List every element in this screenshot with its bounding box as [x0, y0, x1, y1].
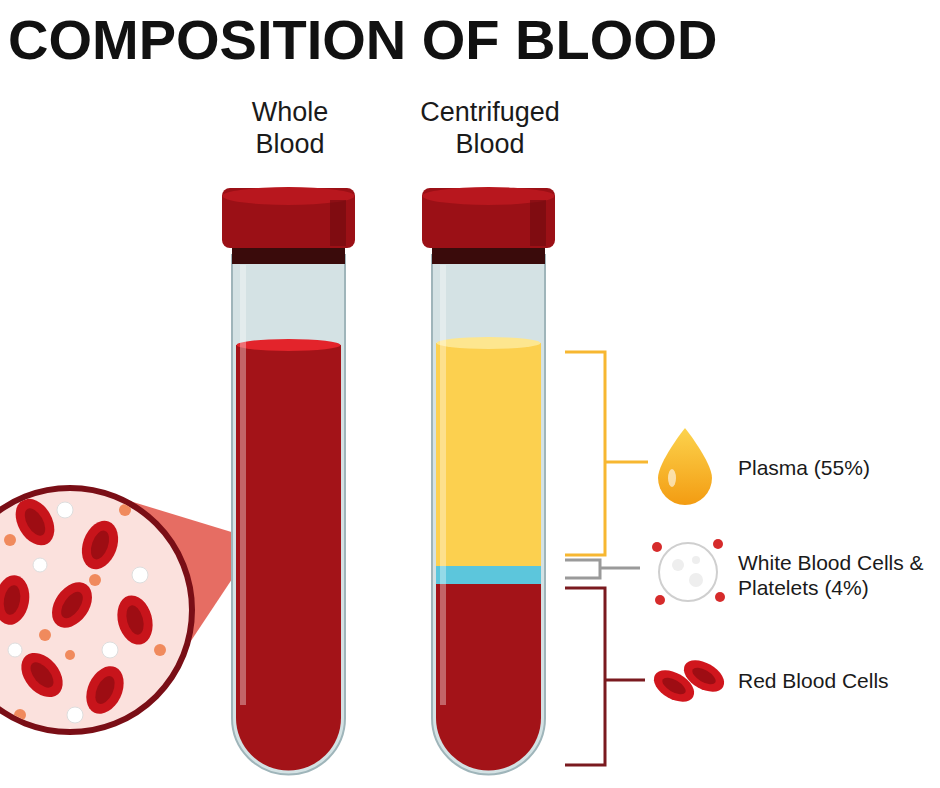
- cell-inner: [660, 674, 689, 697]
- cell-inner: [21, 505, 50, 539]
- layer-label: Plasma (55%): [738, 455, 936, 480]
- platelet-icon: [655, 595, 665, 605]
- column-heading: Centrifuged Blood: [400, 96, 580, 161]
- white-blood-cell: [33, 558, 47, 572]
- red-blood-cell: [8, 492, 62, 552]
- platelet: [119, 504, 131, 516]
- red-cell-icon-disc: [678, 654, 729, 699]
- cell-inner: [123, 603, 146, 636]
- glass-highlight: [440, 265, 446, 705]
- platelet: [65, 650, 75, 660]
- magnifier-circle: [0, 488, 192, 732]
- layer-label: White Blood Cells & Platelets (4%): [738, 550, 936, 600]
- cell-outer: [0, 572, 33, 627]
- cell-inner: [690, 664, 719, 687]
- whole-blood-tube: [222, 187, 355, 775]
- platelet: [89, 574, 101, 586]
- cell-outer: [8, 492, 62, 552]
- centrifuged-blood-tube: [422, 187, 555, 775]
- cell-outer: [79, 660, 131, 720]
- platelet-icon: [652, 542, 662, 552]
- white-cell-body: [659, 543, 717, 601]
- platelet-icon: [715, 592, 725, 602]
- platelet: [39, 629, 51, 641]
- cell-inner: [91, 673, 118, 707]
- red-blood-cell: [75, 516, 124, 575]
- platelet: [130, 715, 140, 725]
- white-blood-cell: [102, 642, 118, 658]
- tube-stopper: [232, 246, 345, 264]
- tube-glass: [432, 255, 545, 775]
- white-blood-cell: [132, 567, 148, 583]
- platelet-icon: [713, 539, 723, 549]
- blood-liquid: [236, 345, 341, 771]
- red-blood-cell: [112, 591, 158, 648]
- platelet: [4, 534, 16, 546]
- cell-outer: [75, 516, 124, 575]
- white-cell-texture: [672, 559, 684, 571]
- column-heading: Whole Blood: [230, 96, 350, 161]
- red-blood-cell: [79, 660, 131, 720]
- plasma-drop-icon: [658, 428, 712, 505]
- cap-shade: [530, 200, 546, 246]
- red-cell-icon: [648, 654, 729, 709]
- tube-stopper: [432, 246, 545, 264]
- red-cell-bracket: [565, 588, 645, 765]
- plasma-bracket: [565, 352, 648, 555]
- cell-outer: [678, 654, 729, 699]
- cell-outer: [112, 591, 158, 648]
- red-cell-layer: [436, 584, 541, 771]
- white-blood-cell: [57, 502, 73, 518]
- cell-outer: [13, 645, 71, 705]
- cell-inner: [2, 584, 23, 616]
- red-blood-cell: [13, 645, 71, 705]
- magnified-cells: [0, 492, 166, 725]
- white-blood-cell: [8, 643, 22, 657]
- glass-highlight: [240, 265, 246, 705]
- cell-inner: [87, 528, 112, 562]
- buffy-coat-bracket: [565, 560, 640, 578]
- plasma-layer: [436, 343, 541, 566]
- drop-highlight: [668, 469, 676, 487]
- liquid-surface: [237, 339, 341, 351]
- platelet: [154, 644, 166, 656]
- red-blood-cell: [44, 575, 101, 635]
- platelet: [14, 709, 26, 721]
- cap-shade: [330, 200, 346, 246]
- cell-inner: [57, 588, 87, 622]
- layer-label: Red Blood Cells: [738, 668, 936, 693]
- white-cell-texture: [692, 556, 700, 564]
- diagram-title: COMPOSITION OF BLOOD: [8, 6, 717, 73]
- tube-cap: [222, 188, 355, 248]
- white-cell-icon: [652, 539, 725, 605]
- tube-glass: [232, 255, 345, 775]
- cell-outer: [44, 575, 101, 635]
- white-cell-texture: [689, 573, 703, 587]
- white-blood-cell: [67, 707, 83, 723]
- buffy-coat-layer: [436, 566, 541, 584]
- tube-cap: [422, 188, 555, 248]
- cell-inner: [26, 658, 58, 691]
- plasma-surface: [437, 337, 541, 349]
- red-blood-cell: [0, 572, 33, 627]
